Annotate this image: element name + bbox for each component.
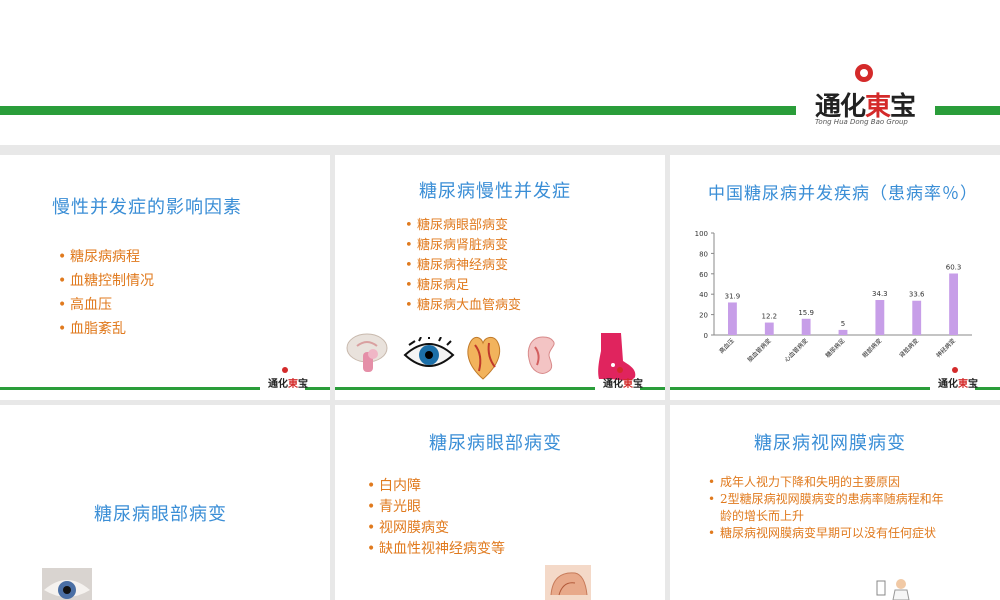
list-item: 2型糖尿病视网膜病变的患病率随病程和年龄的增长而上升 — [708, 491, 950, 525]
footer-logo: 通化東宝 — [268, 379, 308, 390]
slide-title: 糖尿病慢性并发症 — [419, 181, 571, 202]
x-tick-label: 肾脏病变 — [897, 337, 920, 360]
x-tick-label: 神经病变 — [934, 337, 957, 360]
logo-wordmark: 通化東宝 — [815, 92, 916, 122]
bullet-list: 成年人视力下降和失明的主要原因 2型糖尿病视网膜病变的患病率随病程和年龄的增长而… — [708, 474, 950, 542]
data-label: 60.3 — [946, 263, 962, 271]
slide-thumbnail-1[interactable]: 慢性并发症的影响因素 糖尿病病程 血糖控制情况 高血压 血脂紊乱 通化東宝 — [0, 155, 330, 400]
data-label: 5 — [841, 320, 845, 328]
footer-logo-icon — [282, 367, 288, 373]
list-item: 血糖控制情况 — [58, 269, 154, 293]
prevalence-bar-chart: 0 20 40 60 80 100 31.9 高血压 12.2 脑血管病变 15.9 心血管病变 5 糖尿… — [695, 230, 972, 364]
y-tick-label: 100 — [695, 230, 708, 238]
bar — [912, 300, 922, 335]
y-tick-label: 60 — [699, 271, 708, 279]
kidney-icon — [527, 336, 555, 374]
slide-title: 糖尿病眼部病变 — [94, 504, 227, 525]
list-item: 糖尿病病程 — [58, 245, 154, 269]
slide-thumbnail-6[interactable]: 糖尿病视网膜病变 成年人视力下降和失明的主要原因 2型糖尿病视网膜病变的患病率随… — [670, 405, 1000, 600]
bullet-list: 糖尿病眼部病变 糖尿病肾脏病变 糖尿病神经病变 糖尿病足 糖尿病大血管病变 — [405, 216, 521, 316]
bar — [838, 329, 848, 335]
brain-icon — [346, 333, 388, 372]
list-item: 糖尿病神经病变 — [405, 256, 521, 276]
slide-title: 慢性并发症的影响因素 — [52, 197, 242, 218]
company-logo: 通化東宝 Tong Hua Dong Bao Group — [805, 62, 930, 132]
data-label: 33.6 — [909, 291, 925, 299]
footer-logo: 通化東宝 — [938, 379, 978, 390]
list-item: 血脂紊乱 — [58, 317, 154, 341]
slide-thumbnail-5[interactable]: 糖尿病眼部病变 白内障 青光眼 视网膜病变 缺血性视神经病变等 — [335, 405, 665, 600]
list-item: 白内障 — [367, 476, 505, 497]
x-tick-label: 高血压 — [717, 337, 735, 355]
x-tick-label: 心血管病变 — [783, 337, 810, 364]
slide-thumbnail-4[interactable]: 糖尿病眼部病变 — [0, 405, 330, 600]
slide-title: 糖尿病视网膜病变 — [754, 433, 906, 454]
data-label: 12.2 — [761, 313, 777, 321]
header-band — [0, 0, 1000, 145]
y-tick-label: 40 — [699, 291, 708, 299]
slide-thumbnail-3[interactable]: 中国糖尿病并发疾病（患病率％） 通化東宝 — [670, 155, 1000, 400]
doctor-icon — [876, 579, 910, 600]
x-tick-label: 脑血管病变 — [746, 337, 773, 364]
list-item: 视网膜病变 — [367, 518, 505, 539]
y-tick-label: 0 — [704, 332, 708, 340]
data-label: 31.9 — [725, 292, 741, 300]
x-tick-label: 糖尿病足 — [824, 337, 847, 360]
bar — [949, 273, 958, 335]
bullet-list: 白内障 青光眼 视网膜病变 缺血性视神经病变等 — [367, 476, 505, 560]
bar — [875, 300, 885, 335]
list-item: 糖尿病眼部病变 — [405, 216, 521, 236]
header-green-bar-right — [935, 106, 1000, 115]
list-item: 成年人视力下降和失明的主要原因 — [708, 474, 950, 491]
logo-english: Tong Hua Dong Bao Group — [815, 118, 908, 126]
list-item: 青光眼 — [367, 497, 505, 518]
list-item: 糖尿病肾脏病变 — [405, 236, 521, 256]
bullet-list: 糖尿病病程 血糖控制情况 高血压 血脂紊乱 — [58, 245, 154, 341]
list-item: 糖尿病大血管病变 — [405, 296, 521, 316]
eye-anatomy-icon — [545, 565, 591, 600]
bar — [801, 318, 811, 335]
data-label: 34.3 — [872, 290, 888, 298]
bar — [764, 322, 774, 335]
list-item: 糖尿病视网膜病变早期可以没有任何症状 — [708, 525, 950, 542]
list-item: 缺血性视神经病变等 — [367, 539, 505, 560]
foot-icon — [598, 333, 636, 381]
logo-emblem-icon — [855, 64, 873, 82]
footer-logo-icon — [617, 367, 623, 373]
slide-thumbnail-2[interactable]: 糖尿病慢性并发症 糖尿病眼部病变 糖尿病肾脏病变 糖尿病神经病变 糖尿病足 糖尿… — [335, 155, 665, 400]
y-tick-label: 20 — [699, 312, 708, 320]
slide-title: 糖尿病眼部病变 — [429, 433, 562, 454]
list-item: 糖尿病足 — [405, 276, 521, 296]
eye-icon — [403, 337, 455, 367]
list-item: 高血压 — [58, 293, 154, 317]
header-green-bar-left — [0, 106, 796, 115]
eye-photo-icon — [42, 568, 92, 600]
footer-logo: 通化東宝 — [603, 379, 643, 390]
data-label: 15.9 — [798, 309, 814, 317]
slide-title: 中国糖尿病并发疾病（患病率％） — [708, 184, 978, 204]
bar — [728, 302, 737, 335]
footer-logo-icon — [952, 367, 958, 373]
x-tick-label: 眼部病变 — [861, 337, 884, 360]
heart-icon — [467, 336, 501, 380]
y-tick-label: 80 — [699, 250, 708, 258]
